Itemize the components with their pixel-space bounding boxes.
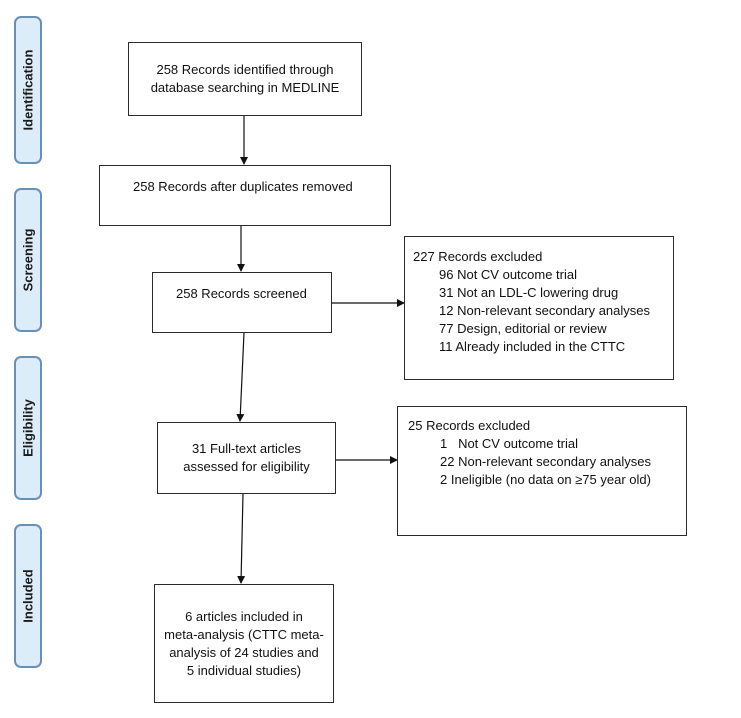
box-records-identified-line-1: 258 Records identified through — [156, 62, 334, 77]
excluded-eligibility-item: 2 Ineligible (no data on ≥75 year old) — [440, 472, 651, 487]
excluded-screening-item: 11 Already included in the CTTC — [439, 339, 626, 354]
arrow-screened-to-fulltext — [236, 332, 245, 422]
box-excluded-screening: 227 Records excluded 96 Not CV outcome t… — [404, 236, 674, 380]
box-fulltext-assessed: 31 Full-text articles assessed for eligi… — [157, 422, 336, 494]
excluded-eligibility-title: 25 Records excluded — [408, 418, 531, 433]
box-fulltext-line-1: 31 Full-text articles — [191, 441, 302, 456]
box-records-screened: 258 Records screened — [152, 272, 332, 333]
box-excluded-eligibility: 25 Records excluded 1 Not CV outcome tri… — [397, 406, 687, 536]
excluded-screening-item: 31 Not an LDL-C lowering drug — [439, 285, 619, 300]
box-fulltext-line-2: assessed for eligibility — [183, 459, 310, 474]
box-included-line: 5 individual studies) — [186, 662, 302, 678]
stage-screening: Screening — [14, 188, 42, 332]
stage-identification: Identification — [14, 16, 42, 164]
box-records-identified-line-2: database searching in MEDLINE — [150, 80, 340, 95]
excluded-screening-title: 227 Records excluded — [413, 249, 543, 264]
box-included-line: analysis of 24 studies and — [169, 644, 319, 660]
stage-eligibility: Eligibility — [14, 356, 42, 500]
excluded-screening-item: 12 Non-relevant secondary analyses — [439, 303, 651, 318]
box-records-identified: 258 Records identified through database … — [128, 42, 362, 116]
box-records-screened-text: 258 Records screened — [176, 286, 307, 301]
box-articles-included: 6 articles included in meta-analysis (CT… — [154, 584, 334, 703]
excluded-screening-item: 77 Design, editorial or review — [439, 321, 607, 336]
excluded-screening-item: 96 Not CV outcome trial — [439, 267, 578, 282]
box-included-line: 6 articles included in — [185, 608, 303, 624]
stage-included: Included — [14, 524, 42, 668]
excluded-eligibility-item: 22 Non-relevant secondary analyses — [440, 454, 652, 469]
box-duplicates-removed-text: 258 Records after duplicates removed — [133, 179, 353, 194]
excluded-eligibility-item: 1 Not CV outcome trial — [440, 436, 578, 451]
box-included-line: meta-analysis (CTTC meta- — [164, 626, 324, 642]
box-duplicates-removed: 258 Records after duplicates removed — [99, 165, 391, 226]
arrow-fulltext-to-included — [237, 493, 246, 584]
